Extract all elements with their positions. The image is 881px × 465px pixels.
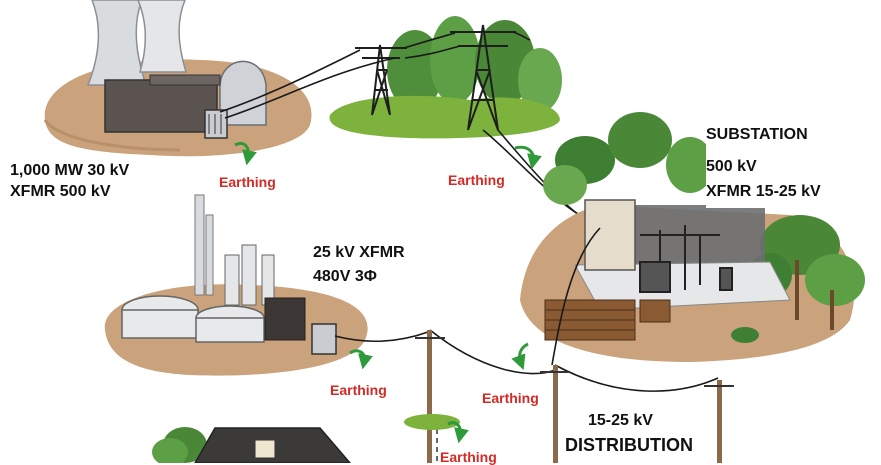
distribution-title: DISTRIBUTION <box>563 435 695 456</box>
utility-pole-icon <box>415 330 734 463</box>
transmission-tower-icon <box>355 24 516 131</box>
earthing-arrow-icon <box>234 142 542 444</box>
earthing-label: Earthing <box>482 390 539 406</box>
plant-xfmr-label: XFMR 500 kV <box>10 183 111 200</box>
earthing-label: Earthing <box>330 382 387 398</box>
factory-label: 25 kV XFMR 480V 3Φ <box>313 242 405 287</box>
factory-voltage-label: 480V 3Φ <box>313 268 377 285</box>
factory-xfmr-label: 25 kV XFMR <box>313 244 405 261</box>
substation-xfmr-label: XFMR 15-25 kV <box>706 183 821 200</box>
substation-icon <box>520 112 865 362</box>
earthing-label: Earthing <box>219 174 276 190</box>
plant-capacity-label: 1,000 MW 30 kV <box>10 162 130 179</box>
forest-icon <box>329 16 562 139</box>
distribution-voltage-label: 15-25 kV <box>586 412 655 430</box>
substation-voltage-label: 500 kV <box>706 158 757 175</box>
earthing-label: Earthing <box>440 449 497 465</box>
substation-label: SUBSTATION 500 kV XFMR 15-25 kV <box>706 122 827 208</box>
plant-label: 1,000 MW 30 kV XFMR 500 kV <box>10 160 129 202</box>
power-plant-icon <box>43 0 312 157</box>
factory-icon <box>104 194 368 376</box>
grass-patch <box>404 414 460 430</box>
earthing-label: Earthing <box>448 172 505 188</box>
house-icon <box>152 427 351 463</box>
substation-title: SUBSTATION <box>706 126 808 143</box>
